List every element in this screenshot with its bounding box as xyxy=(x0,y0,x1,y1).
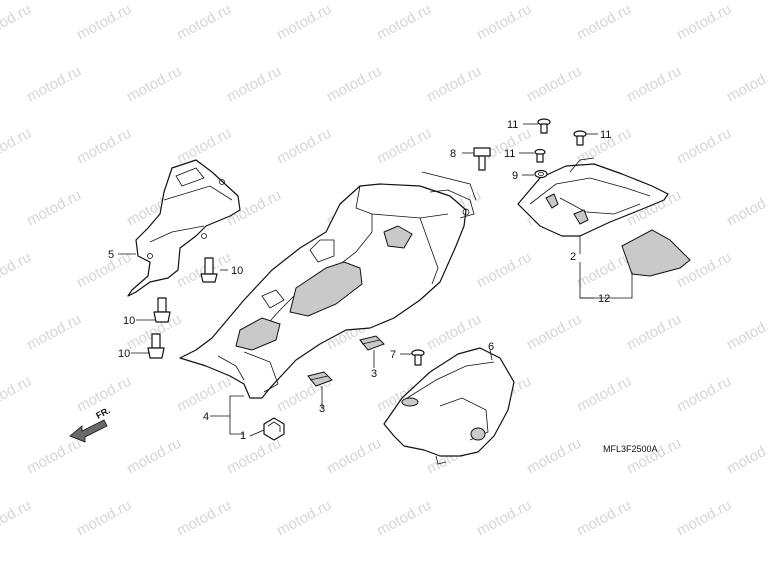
watermark-text: motod.ru xyxy=(74,497,134,540)
watermark-text: motod.ru xyxy=(424,311,484,354)
watermark-text: motod.ru xyxy=(174,373,234,416)
watermark-text: motod.ru xyxy=(624,311,684,354)
callout-1: 1 xyxy=(240,430,246,442)
watermark-text: motod.ru xyxy=(524,311,584,354)
watermark-text: motod.ru xyxy=(0,497,34,540)
watermark-text: motod.ru xyxy=(174,125,234,168)
callout-5: 5 xyxy=(108,249,114,261)
watermark-text: motod.ru xyxy=(24,187,84,230)
watermark-text: motod.ru xyxy=(0,249,34,292)
watermark-text: motod.ru xyxy=(24,435,84,478)
callout-3-right: 3 xyxy=(371,368,377,380)
watermark-text: motod.ru xyxy=(124,435,184,478)
part-1-collar xyxy=(263,417,285,441)
watermark-text: motod.ru xyxy=(374,1,434,44)
watermark-text: motod.ru xyxy=(274,497,334,540)
watermark-text: motod.ru xyxy=(174,497,234,540)
part-7-screw xyxy=(411,349,425,366)
watermark-text: motod.ru xyxy=(224,63,284,106)
watermark-text: motod.ru xyxy=(574,373,634,416)
callout-4: 4 xyxy=(203,411,209,423)
callout-11-middle: 11 xyxy=(504,148,515,160)
watermark-text: motod.ru xyxy=(724,435,768,478)
watermark-text: motod.ru xyxy=(674,497,734,540)
watermark-text: motod.ru xyxy=(474,497,534,540)
watermark-text: motod.ru xyxy=(274,125,334,168)
watermark-text: motod.ru xyxy=(324,63,384,106)
callout-9: 9 xyxy=(512,170,518,182)
watermark-text: motod.ru xyxy=(324,435,384,478)
watermark-text: motod.ru xyxy=(74,125,134,168)
watermark-text: motod.ru xyxy=(474,1,534,44)
watermark-text: motod.ru xyxy=(474,249,534,292)
watermark-text: motod.ru xyxy=(674,1,734,44)
part-5-bracket-cover xyxy=(127,159,241,297)
watermark-text: motod.ru xyxy=(724,187,768,230)
watermark-text: motod.ru xyxy=(724,311,768,354)
callout-8: 8 xyxy=(450,148,456,160)
watermark-text: motod.ru xyxy=(624,435,684,478)
part-11-screws xyxy=(534,118,587,163)
callout-10-middle: 10 xyxy=(123,315,135,327)
part-10-bolts xyxy=(147,257,218,359)
bolt-10-upper xyxy=(200,257,218,283)
callout-12: 12 xyxy=(598,293,610,305)
watermark-text: motod.ru xyxy=(574,497,634,540)
bolt-10-middle xyxy=(153,297,171,323)
watermark-text: motod.ru xyxy=(274,1,334,44)
callout-7: 7 xyxy=(390,349,396,361)
part-9-washer xyxy=(534,169,548,179)
watermark-text: motod.ru xyxy=(624,63,684,106)
callout-10-upper: 10 xyxy=(231,265,243,277)
watermark-text: motod.ru xyxy=(74,249,134,292)
callout-10-lower: 10 xyxy=(118,348,130,360)
callout-2: 2 xyxy=(570,251,576,263)
watermark-text: motod.ru xyxy=(174,1,234,44)
watermark-text: motod.ru xyxy=(674,373,734,416)
watermark-text: motod.ru xyxy=(0,125,34,168)
watermark-text: motod.ru xyxy=(374,497,434,540)
watermark-text: motod.ru xyxy=(724,63,768,106)
callout-3-left: 3 xyxy=(319,403,325,415)
part-3-rubber-pads xyxy=(307,335,385,387)
watermark-text: motod.ru xyxy=(424,63,484,106)
callouts: 1 2 3 3 4 5 6 7 8 9 10 10 10 11 11 11 12 xyxy=(108,119,611,442)
watermark-text: motod.ru xyxy=(574,1,634,44)
leader-lines xyxy=(118,123,633,437)
watermark-text: motod.ru xyxy=(124,63,184,106)
part-4-rear-fender xyxy=(179,171,477,399)
watermark-text: motod.ru xyxy=(24,311,84,354)
bolt-10-lower xyxy=(147,333,165,359)
watermark-text: motod.ru xyxy=(224,435,284,478)
callout-6: 6 xyxy=(488,341,494,353)
watermark-text: motod.ru xyxy=(524,435,584,478)
screw-11-a xyxy=(537,118,551,134)
part-2-undercover xyxy=(517,157,669,237)
screw-11-c xyxy=(573,130,587,146)
part-6-lower-cover xyxy=(383,347,515,465)
watermark-text: motod.ru xyxy=(674,125,734,168)
part-12-pad xyxy=(621,229,691,277)
callout-11-top: 11 xyxy=(507,119,518,131)
watermark-text: motod.ru xyxy=(0,373,34,416)
watermark-text: motod.ru xyxy=(74,1,134,44)
diagram-code: MFL3F2500A xyxy=(603,444,658,454)
watermark-text: motod.ru xyxy=(374,125,434,168)
watermark-text: motod.ru xyxy=(24,63,84,106)
callout-11-right: 11 xyxy=(600,129,611,141)
watermark-text: motod.ru xyxy=(0,1,34,44)
watermark-text: motod.ru xyxy=(524,63,584,106)
screw-11-b xyxy=(534,148,546,163)
